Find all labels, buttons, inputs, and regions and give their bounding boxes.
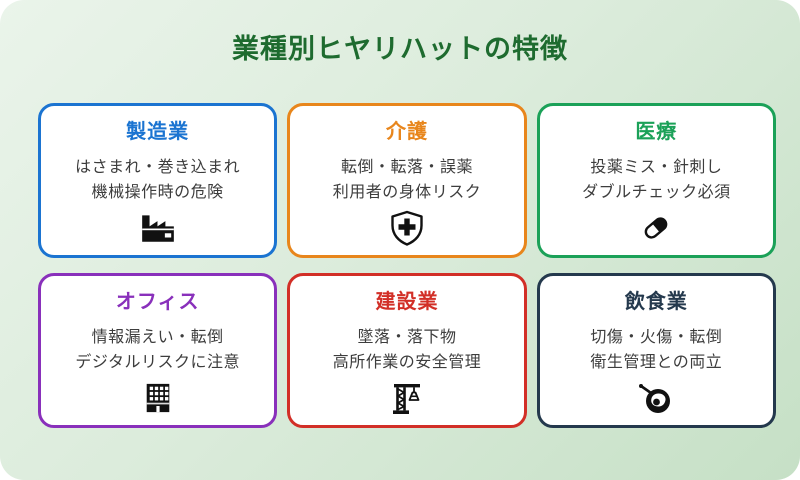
card-line: はさまれ・巻き込まれ bbox=[75, 157, 241, 177]
crane-icon bbox=[389, 380, 425, 416]
card-line: 利用者の身体リスク bbox=[332, 182, 482, 201]
card-title-nursing-care: 介護 bbox=[385, 119, 428, 144]
card-line: 切傷・火傷・転倒 bbox=[590, 327, 723, 347]
office-building-icon bbox=[141, 380, 175, 416]
card-medical: 医療 投薬ミス・針刺し ダブルチェック必須 bbox=[536, 103, 776, 258]
page-title: 業種別ヒヤリハットの特徴 bbox=[232, 34, 568, 65]
factory-icon bbox=[139, 210, 177, 246]
shield-cross-icon bbox=[389, 210, 425, 246]
card-nursing-care: 介護 転倒・転落・誤薬 利用者の身体リスク bbox=[287, 103, 527, 258]
card-title-construction: 建設業 bbox=[375, 289, 439, 314]
card-line: デジタルリスクに注意 bbox=[75, 352, 240, 371]
card-line: 情報漏えい・転倒 bbox=[91, 327, 224, 347]
card-line: 墜落・落下物 bbox=[357, 327, 457, 347]
card-line: ダブルチェック必須 bbox=[582, 182, 731, 201]
card-title-medical: 医療 bbox=[635, 119, 678, 144]
card-line: 転倒・転落・誤薬 bbox=[340, 157, 473, 177]
frying-pan-icon bbox=[636, 380, 676, 416]
card-line: 投薬ミス・針刺し bbox=[590, 157, 723, 177]
card-title-manufacturing: 製造業 bbox=[126, 119, 190, 144]
capsule-icon bbox=[638, 210, 674, 246]
card-title-office: オフィス bbox=[115, 289, 200, 314]
industry-cards-grid: 製造業 はさまれ・巻き込まれ 機械操作時の危険 介護 転倒・転落・誤薬 利用者の… bbox=[0, 103, 800, 428]
card-title-food-service: 飲食業 bbox=[624, 289, 688, 314]
card-construction: 建設業 墜落・落下物 高所作業の安全管理 bbox=[287, 273, 527, 428]
card-manufacturing: 製造業 はさまれ・巻き込まれ 機械操作時の危険 bbox=[38, 103, 278, 258]
card-office: オフィス 情報漏えい・転倒 デジタルリスクに注意 bbox=[38, 273, 278, 428]
card-food-service: 飲食業 切傷・火傷・転倒 衛生管理との両立 bbox=[536, 273, 776, 428]
card-line: 衛生管理との両立 bbox=[590, 352, 723, 371]
card-line: 高所作業の安全管理 bbox=[332, 352, 482, 371]
card-line: 機械操作時の危険 bbox=[91, 182, 224, 201]
